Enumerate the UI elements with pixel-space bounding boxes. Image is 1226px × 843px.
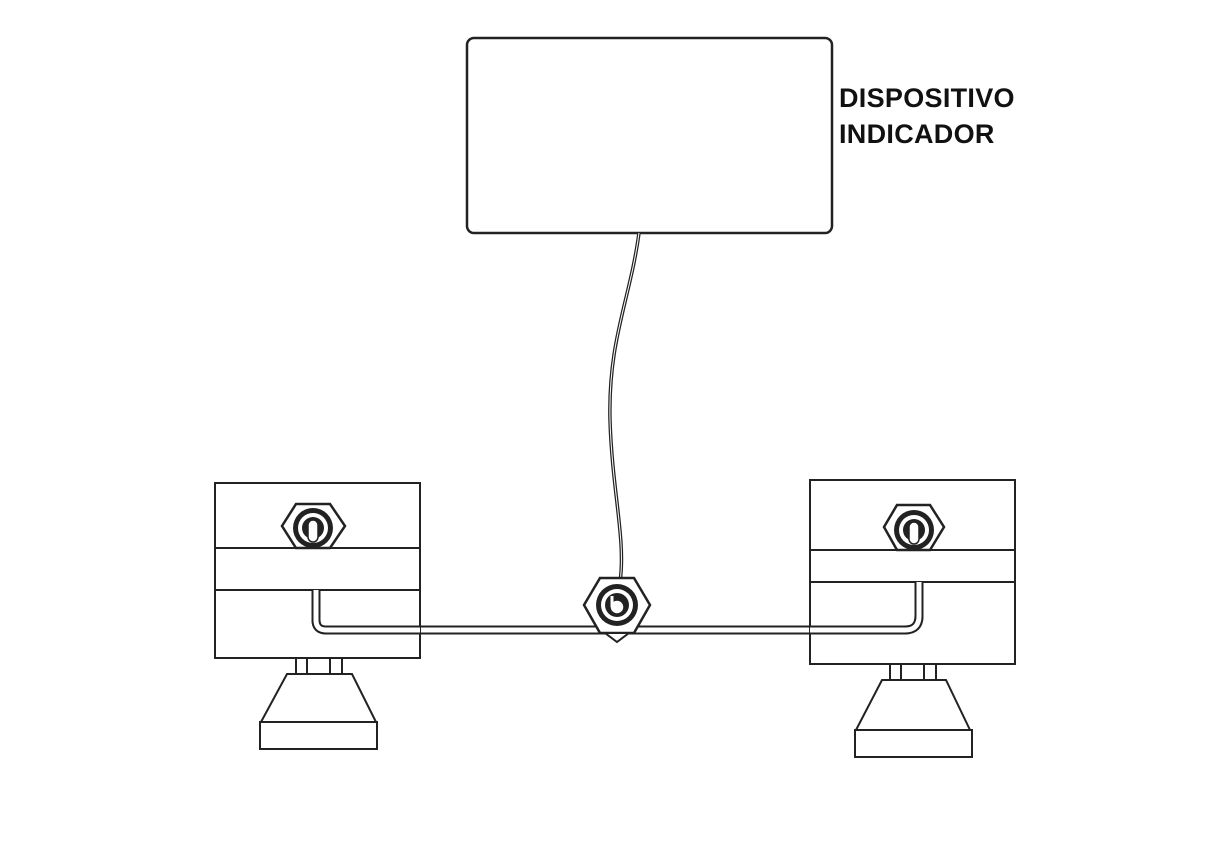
- leveling-foot-right: [854, 663, 973, 758]
- indicator-cable: [608, 232, 641, 583]
- leveling-foot-left: [259, 657, 378, 750]
- indicator-device-label: DISPOSITIVO INDICADOR: [839, 80, 1015, 152]
- indicator-label-line2: INDICADOR: [839, 119, 995, 149]
- indicator-device-box: [465, 36, 834, 235]
- cable-gland-left: [280, 502, 347, 550]
- junction-gland-center: [582, 576, 652, 644]
- indicator-label-line1: DISPOSITIVO: [839, 83, 1015, 113]
- cable-gland-right: [882, 503, 946, 552]
